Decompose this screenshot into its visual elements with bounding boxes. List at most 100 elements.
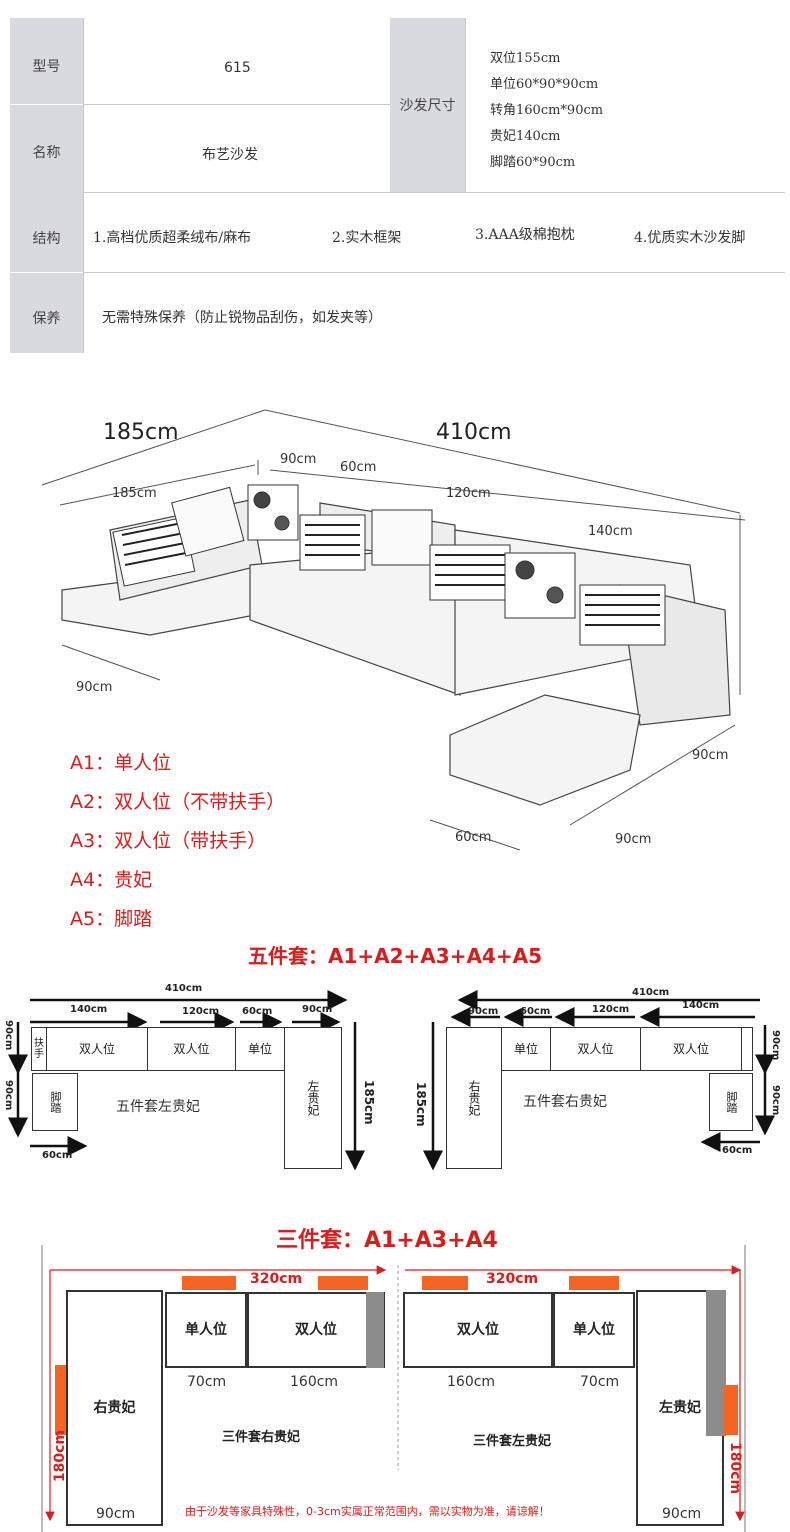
three-left-160: 160cm: [290, 1374, 339, 1390]
box-double-2: 双人位: [147, 1027, 236, 1071]
five-right-side-90b: 90cm: [770, 1085, 781, 1116]
structure-item-1: 1.高档优质超柔绒布/麻布: [93, 223, 252, 251]
orange-marker: [182, 1276, 236, 1290]
label-structure: 结构: [32, 231, 61, 247]
five-left-410: 410cm: [165, 983, 203, 994]
three-right-single: 单人位: [553, 1292, 635, 1368]
box-armrest-r: [741, 1027, 753, 1071]
dim-60-a: 60cm: [340, 460, 377, 475]
divider: [10, 104, 83, 105]
three-left-90: 90cm: [96, 1506, 136, 1522]
box-chaise-left: 左贵妃: [284, 1027, 342, 1169]
five-left-side-90b: 90cm: [3, 1080, 14, 1111]
five-right-185: 185cm: [414, 1082, 428, 1127]
divider: [83, 104, 390, 105]
three-left-70: 70cm: [187, 1374, 227, 1390]
three-left-chaise: 右贵妃: [66, 1290, 163, 1526]
orange-marker: [724, 1385, 738, 1435]
five-left-60: 60cm: [242, 1006, 273, 1017]
three-right-180: 180cm: [727, 1442, 743, 1495]
three-right-90: 90cm: [662, 1506, 702, 1522]
dim-90-c: 90cm: [692, 748, 729, 763]
dim-410-top: 410cm: [436, 420, 512, 445]
divider: [465, 18, 466, 192]
dim-185-top: 185cm: [103, 420, 179, 445]
dim-90-d: 90cm: [615, 832, 652, 847]
three-right-double: 双人位: [403, 1292, 553, 1368]
gray-armrest: [706, 1290, 726, 1436]
footrest-label: 脚踏: [49, 1091, 62, 1113]
five-right-410: 410cm: [632, 987, 670, 998]
five-right-140: 140cm: [682, 1000, 720, 1011]
three-right-70: 70cm: [580, 1374, 620, 1390]
three-set-title: 三件套：A1+A3+A4: [276, 1228, 498, 1253]
box-chaise-right: 右贵妃: [446, 1027, 502, 1169]
size-double: 双位155cm: [490, 51, 561, 66]
three-right-160: 160cm: [447, 1374, 496, 1390]
three-left-double: 双人位: [247, 1292, 385, 1368]
dim-90-a: 90cm: [280, 452, 317, 467]
header-column-bg: [10, 18, 83, 192]
legend-a1: A1：单人位: [70, 752, 172, 774]
three-left-single: 单人位: [165, 1292, 247, 1368]
name-value: 布艺沙发: [202, 140, 258, 168]
dim-60-b: 60cm: [455, 830, 492, 845]
model-value: 615: [224, 54, 251, 82]
box-double-r2: 双人位: [640, 1027, 742, 1071]
five-left-caption: 五件套左贵妃: [116, 1099, 200, 1115]
three-right-320: 320cm: [486, 1271, 539, 1287]
three-left-320: 320cm: [250, 1271, 303, 1287]
five-left-120: 120cm: [182, 1006, 220, 1017]
dim-140: 140cm: [588, 524, 633, 539]
box-footrest-r: 脚踏: [709, 1073, 753, 1131]
legend-a5: A5：脚踏: [70, 908, 153, 930]
chaise-left-label: 左贵妃: [306, 1080, 320, 1116]
sofa-sketch: [41, 409, 746, 851]
size-corner: 转角160cm*90cm: [490, 103, 604, 118]
box-single-r: 单位: [501, 1027, 551, 1071]
label-name: 名称: [32, 145, 61, 161]
label-care: 保养: [32, 311, 61, 327]
legend-a4: A4：贵妃: [70, 869, 153, 891]
five-right-bottom-60: 60cm: [722, 1145, 753, 1156]
legend: A1：单人位 A2：双人位（不带扶手） A3：双人位（带扶手） A4：贵妃 A5…: [70, 744, 285, 939]
size-chaise: 贵妃140cm: [490, 129, 561, 144]
box-double-r1: 双人位: [550, 1027, 641, 1071]
dim-185: 185cm: [112, 486, 157, 501]
footrest-r-label: 脚踏: [725, 1091, 738, 1113]
five-right-side-90a: 90cm: [770, 1030, 781, 1061]
orange-marker: [569, 1276, 619, 1290]
box-single: 单位: [235, 1027, 285, 1071]
five-left-90: 90cm: [302, 1004, 333, 1015]
divider: [10, 272, 83, 273]
five-left-bottom-60: 60cm: [42, 1150, 73, 1161]
chaise-right-label: 右贵妃: [467, 1080, 481, 1116]
size-label: 沙发尺寸: [390, 18, 465, 192]
label-model: 型号: [32, 59, 61, 75]
structure-item-4: 4.优质实木沙发脚: [634, 223, 746, 251]
orange-marker: [318, 1276, 368, 1290]
five-right-60: 60cm: [520, 1006, 551, 1017]
five-right-caption: 五件套右贵妃: [523, 1094, 607, 1110]
three-left-caption: 三件套右贵妃: [222, 1430, 301, 1445]
three-left-180: 180cm: [52, 1430, 68, 1483]
size-single: 单位60*90*90cm: [490, 77, 599, 92]
box-footrest: 脚踏: [32, 1073, 78, 1131]
dim-120: 120cm: [446, 486, 491, 501]
size-list: 双位155cm 单位60*90*90cm 转角160cm*90cm 贵妃140c…: [490, 46, 603, 176]
divider: [83, 18, 84, 353]
gray-armrest: [366, 1292, 384, 1368]
size-footrest: 脚踏60*90cm: [490, 155, 576, 170]
five-left-side-90a: 90cm: [3, 1020, 14, 1051]
five-left-185: 185cm: [362, 1080, 376, 1125]
dim-90-b: 90cm: [76, 680, 113, 695]
spec-table: 型号 名称 结构 保养 615 布艺沙发 沙发尺寸 双位155cm 单位60*9…: [10, 18, 785, 353]
care-value: 无需特殊保养（防止锐物品刮伤，如发夹等）: [102, 303, 382, 331]
five-left-140: 140cm: [70, 1004, 108, 1015]
five-set-arrows: [8, 990, 775, 1171]
legend-a2: A2：双人位（不带扶手）: [70, 791, 286, 813]
box-armrest: 扶手: [31, 1027, 47, 1071]
box-double-1: 双人位: [46, 1027, 148, 1071]
three-set-lines: [41, 1245, 746, 1532]
orange-marker: [422, 1276, 468, 1290]
